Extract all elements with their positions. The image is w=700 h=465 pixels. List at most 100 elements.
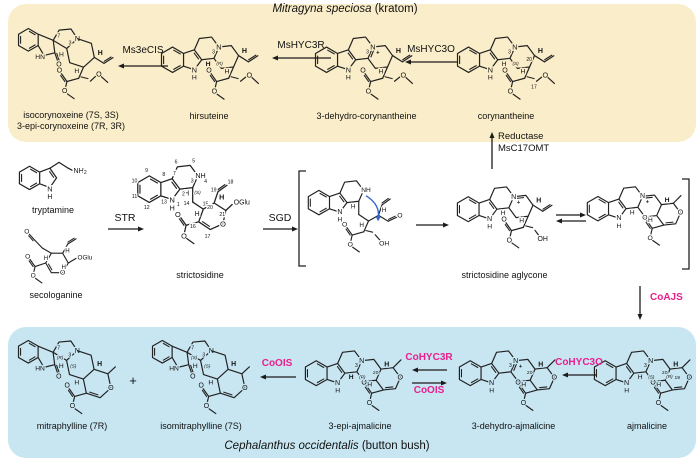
svg-text:11: 11 (132, 194, 137, 200)
svg-text:3: 3 (191, 179, 194, 185)
svg-text:O: O (24, 228, 29, 235)
plus-sign: + (129, 373, 137, 388)
svg-text:(R): (R) (57, 355, 64, 360)
svg-text:N: N (640, 193, 645, 200)
svg-text:3: 3 (644, 363, 647, 369)
svg-text:H: H (488, 75, 493, 82)
svg-text:19: 19 (211, 187, 217, 193)
label-ajmalicine: ajmalicine (626, 421, 668, 431)
svg-text:HN: HN (35, 366, 45, 373)
enzyme-mshyc3r: MsHYC3R (277, 40, 325, 51)
svg-text:O: O (181, 232, 187, 241)
enzyme-str: STR (114, 212, 136, 224)
svg-text:N: N (648, 357, 653, 365)
svg-text:(S): (S) (204, 364, 211, 369)
svg-text:O: O (508, 88, 514, 95)
svg-text:O: O (190, 373, 196, 380)
svg-text:O: O (507, 237, 513, 244)
svg-text:N: N (346, 65, 351, 74)
enzyme-mshyc3o: MsHYC3O (407, 44, 455, 55)
svg-text:21: 21 (219, 212, 225, 218)
svg-text:H: H (97, 361, 102, 368)
svg-text:20: 20 (207, 205, 213, 211)
svg-text:O: O (25, 254, 30, 261)
svg-text:3: 3 (69, 40, 72, 46)
svg-text:+: + (646, 199, 650, 205)
svg-text:H: H (521, 68, 526, 75)
svg-text:H: H (648, 217, 653, 224)
svg-text:15: 15 (203, 201, 209, 207)
svg-text:O: O (642, 215, 647, 222)
svg-text:NH: NH (195, 172, 205, 180)
svg-text:14: 14 (184, 201, 190, 207)
svg-text:7: 7 (191, 346, 194, 352)
svg-text:3: 3 (366, 50, 369, 56)
svg-text:N: N (488, 65, 493, 74)
svg-text:H: H (396, 48, 401, 55)
svg-text:O: O (502, 67, 508, 74)
svg-text:N: N (47, 185, 52, 194)
svg-text:H: H (349, 374, 354, 381)
svg-text:H: H (74, 68, 79, 75)
svg-text:N: N (359, 357, 364, 365)
svg-text:N: N (624, 379, 629, 387)
svg-text:(S): (S) (70, 364, 77, 369)
svg-text:20: 20 (662, 370, 668, 376)
buttonbush-species-name: Cephalanthus occidentalis (224, 440, 359, 452)
svg-text:O: O (656, 400, 662, 407)
svg-text:H: H (638, 374, 643, 381)
svg-text:H: H (231, 361, 236, 368)
svg-text:O: O (96, 70, 102, 78)
svg-text:O: O (56, 62, 62, 69)
svg-text:9: 9 (145, 168, 148, 174)
svg-text:3: 3 (508, 50, 511, 56)
enzyme-coajs: CoAJS (650, 292, 683, 303)
svg-text:N: N (337, 209, 342, 216)
svg-text:H: H (242, 48, 247, 55)
svg-text:H: H (538, 48, 543, 55)
svg-text:H: H (59, 363, 64, 370)
svg-text:20: 20 (527, 370, 533, 376)
svg-text:O: O (64, 383, 70, 390)
svg-text:N: N (512, 43, 517, 52)
svg-text:OGlu: OGlu (78, 254, 93, 261)
svg-text:H: H (367, 382, 372, 389)
svg-text:(R): (R) (359, 375, 366, 380)
svg-text:2: 2 (182, 192, 185, 198)
kratom-panel-title: Mitragyna speciosa (kratom) (95, 3, 595, 15)
svg-text:H: H (624, 388, 629, 395)
svg-text:H: H (536, 197, 541, 204)
svg-text:H: H (519, 218, 524, 225)
label-mitraphylline: mitraphylline (7R) (36, 421, 108, 431)
svg-text:O: O (360, 67, 366, 74)
arrow-deglycosylation (416, 222, 449, 228)
svg-text:H: H (489, 388, 494, 395)
svg-text:O: O (348, 242, 353, 249)
svg-text:N: N (513, 357, 518, 365)
svg-text:19: 19 (674, 375, 680, 381)
label-strictosidine-aglycone: strictosidine aglycone (461, 270, 548, 280)
svg-text:H: H (656, 382, 661, 389)
svg-text:(S): (S) (513, 61, 520, 66)
svg-text:O: O (175, 210, 181, 219)
label-3-epi-ajmalicine: 3-epi-ajmalicine (328, 421, 392, 431)
svg-text:O: O (543, 70, 549, 79)
svg-text:H: H (359, 222, 364, 229)
enzyme-msc17omt: MsC17OMT (498, 143, 550, 154)
svg-text:O: O (108, 384, 114, 392)
enzyme-ms3ecis: Ms3eCIS (122, 45, 164, 56)
svg-text:O: O (398, 374, 404, 382)
svg-text:O: O (60, 269, 65, 276)
svg-text:O: O (70, 403, 76, 410)
